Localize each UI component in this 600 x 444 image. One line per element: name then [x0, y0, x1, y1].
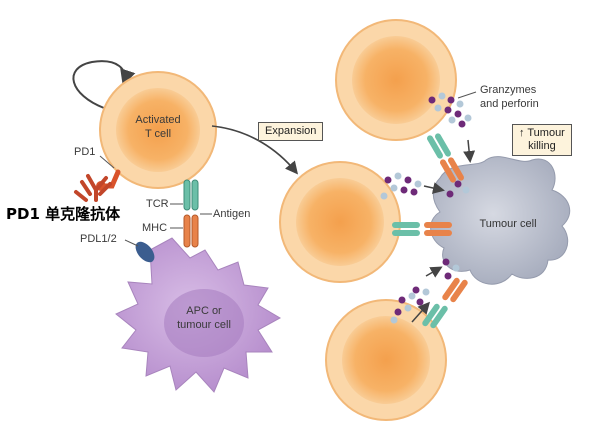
tcr-mhc-pair-middle [392, 222, 452, 236]
tcr-label: TCR [146, 198, 169, 210]
pdl-ligand [135, 241, 155, 263]
tcr-mhc-pair-bottom [422, 277, 468, 329]
tumour-cell-label: Tumour cell [479, 218, 537, 230]
granules-middle [380, 172, 422, 200]
apc-label-1: APC or [186, 305, 222, 317]
mhc-molecule [183, 214, 199, 248]
activated-t-cell-label-1: Activated [135, 114, 181, 126]
tumour-killing-label-2: killing [528, 140, 556, 152]
effector-t-cell-middle [279, 161, 401, 283]
granzymes-label-1: Granzymes [480, 84, 537, 96]
pdl-label: PDL1/2 [80, 233, 117, 245]
granules-top [428, 92, 472, 128]
release-arrow-top [463, 139, 476, 163]
tcr-receptor [183, 179, 199, 211]
expansion-arrow [211, 125, 299, 175]
activated-t-cell [99, 71, 217, 189]
effector-t-cell-top [335, 19, 457, 141]
tumour-killing-label-1: ↑ Tumour [519, 127, 565, 139]
pd1-antibody [74, 174, 112, 202]
tcr-mhc-pair-top [427, 133, 464, 183]
granules-near-tumour [442, 180, 470, 280]
granzymes-label-2: and perforin [480, 98, 539, 110]
pd1-antibody-label: PD1 单克隆抗体 [6, 205, 121, 223]
proliferation-arrow [72, 60, 136, 109]
apc-cell [115, 237, 282, 393]
apc-label-2: tumour cell [177, 319, 231, 331]
mhc-label: MHC [142, 222, 168, 234]
release-arrow-middle [423, 182, 445, 194]
antigen-label: Antigen [213, 208, 251, 220]
tumour-killing-label: ↑ Tumour killing [512, 124, 572, 156]
release-arrow-bottom [425, 266, 443, 278]
pd1-label: PD1 [74, 146, 96, 158]
expansion-label: Expansion [258, 122, 324, 141]
release-arrow-bottom-2 [411, 301, 430, 323]
effector-t-cell-bottom [325, 299, 447, 421]
activated-t-cell-label-2: T cell [144, 128, 172, 140]
